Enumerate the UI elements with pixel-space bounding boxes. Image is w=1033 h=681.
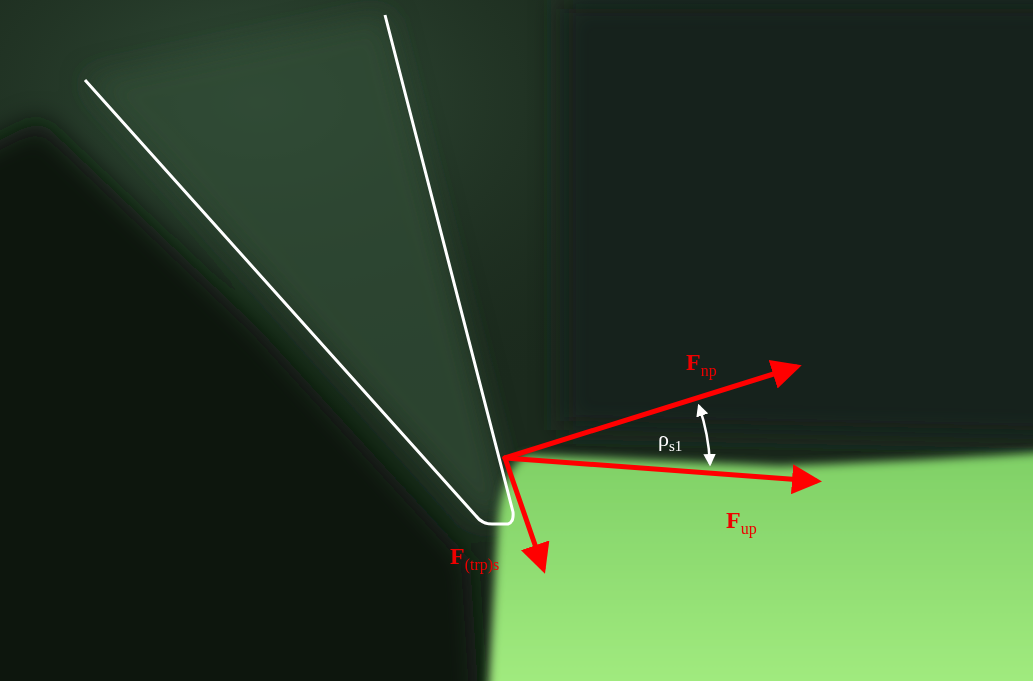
force-arrow: [505, 458, 816, 481]
force-arrow: [505, 458, 543, 568]
force-label: Fup: [726, 508, 757, 537]
angle-arc: [699, 406, 710, 464]
subscript-text: s1: [669, 438, 682, 454]
force-label: F(trp)s: [450, 544, 499, 573]
subscript-text: np: [701, 362, 717, 379]
symbol-text: ρ: [658, 426, 669, 451]
subscript-text: up: [741, 520, 757, 537]
tool-outline: [85, 15, 513, 524]
subscript-text: (trp)s: [465, 556, 500, 573]
symbol-text: F: [726, 507, 741, 533]
force-label: Fnp: [686, 350, 717, 379]
symbol-text: F: [686, 349, 701, 375]
angle-label: ρs1: [658, 428, 682, 454]
symbol-text: F: [450, 543, 465, 569]
force-arrow: [505, 367, 796, 458]
